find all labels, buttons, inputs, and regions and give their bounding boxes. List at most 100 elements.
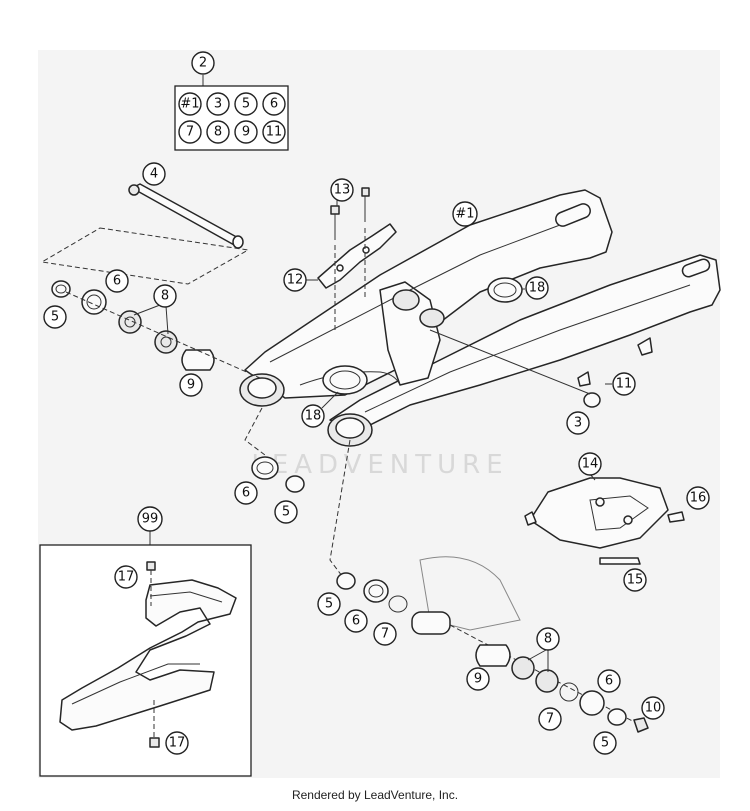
svg-text:11: 11 (616, 377, 633, 392)
bushing-6-left (81, 289, 107, 315)
callout-kit[interactable]: 2 (191, 51, 215, 75)
callout-9-right[interactable]: 9 (466, 667, 490, 691)
callout-15[interactable]: 15 (623, 568, 647, 592)
callout-12[interactable]: 12 (283, 268, 307, 292)
chain-slider-99 (59, 579, 237, 731)
callout-frame-1[interactable]: #1 (452, 201, 478, 227)
svg-text:6: 6 (270, 97, 278, 112)
footer-credit: Rendered by LeadVenture, Inc. (291, 788, 459, 802)
callout-17-top[interactable]: 17 (114, 565, 138, 589)
svg-text:8: 8 (161, 289, 169, 304)
bearing-8-right-b (535, 669, 559, 693)
callout-16[interactable]: 16 (686, 486, 710, 510)
kit-item-7[interactable]: 7 (178, 120, 202, 144)
svg-text:12: 12 (287, 273, 304, 288)
svg-text:10: 10 (645, 701, 662, 716)
svg-text:9: 9 (242, 125, 250, 140)
svg-text:14: 14 (582, 457, 599, 472)
washer-7-right (388, 595, 408, 613)
kit-item-11[interactable]: 11 (262, 120, 286, 144)
callout-14[interactable]: 14 (578, 452, 602, 476)
chain-guide (524, 477, 669, 549)
callout-5-left[interactable]: 5 (43, 305, 67, 329)
callout-7-right-b[interactable]: 7 (538, 707, 562, 731)
kit-item-9[interactable]: 9 (234, 120, 258, 144)
svg-text:6: 6 (113, 274, 121, 289)
kit-item-6[interactable]: 6 (262, 92, 286, 116)
svg-text:6: 6 (605, 674, 613, 689)
bushing-6-right (363, 579, 389, 603)
callout-inset-99[interactable]: 99 (137, 506, 163, 532)
svg-text:6: 6 (242, 486, 250, 501)
seal-5-lower (285, 475, 305, 493)
callout-6-lower[interactable]: 6 (234, 481, 258, 505)
swingarm-end-ghost (411, 611, 451, 635)
svg-text:5: 5 (242, 97, 250, 112)
svg-text:18: 18 (529, 281, 546, 296)
svg-text:6: 6 (352, 614, 360, 629)
bearing-8-left-b (154, 330, 178, 354)
svg-text:8: 8 (544, 632, 552, 647)
svg-text:3: 3 (214, 97, 222, 112)
svg-text:9: 9 (187, 378, 195, 393)
inset-box (39, 531, 252, 777)
chain-slider-bracket (317, 187, 397, 289)
svg-text:16: 16 (690, 491, 707, 506)
callout-6-right-b[interactable]: 6 (597, 669, 621, 693)
svg-text:7: 7 (186, 125, 194, 140)
callout-9-left[interactable]: 9 (179, 373, 203, 397)
svg-text:5: 5 (282, 505, 290, 520)
callout-5-lower[interactable]: 5 (274, 500, 298, 524)
washer-7-right-b (559, 682, 579, 702)
svg-text:15: 15 (627, 573, 644, 588)
callout-13[interactable]: 13 (330, 178, 354, 202)
callout-11[interactable]: 11 (612, 372, 636, 396)
bearing-8-right-a (511, 656, 535, 680)
callout-6-left[interactable]: 6 (105, 269, 129, 293)
callout-18-upper[interactable]: 18 (525, 276, 549, 300)
bushing-3 (583, 392, 601, 408)
svg-text:4: 4 (150, 167, 158, 182)
svg-text:11: 11 (266, 125, 283, 140)
nut-10 (633, 717, 649, 733)
callout-6-right[interactable]: 6 (344, 609, 368, 633)
kit-item-1[interactable]: #1 (178, 92, 202, 116)
callout-4[interactable]: 4 (142, 162, 166, 186)
kit-item-5[interactable]: 5 (234, 92, 258, 116)
callout-8-right[interactable]: 8 (536, 627, 560, 651)
bushing-6-right-b (579, 690, 605, 716)
svg-text:13: 13 (334, 183, 351, 198)
svg-text:7: 7 (546, 712, 554, 727)
svg-text:17: 17 (169, 736, 186, 751)
svg-text:18: 18 (305, 409, 322, 424)
svg-text:#1: #1 (180, 97, 199, 112)
svg-text:17: 17 (118, 570, 135, 585)
bushing-6-lower (251, 456, 279, 480)
seal-5-right (336, 572, 356, 590)
kit-item-8[interactable]: 8 (206, 120, 230, 144)
seal-5-left (51, 280, 71, 298)
watermark: LEADVENTURE (251, 450, 508, 480)
screw-16 (667, 511, 685, 523)
bolt-15 (599, 557, 641, 565)
callout-7-right[interactable]: 7 (373, 622, 397, 646)
callout-8-left[interactable]: 8 (153, 284, 177, 308)
spacer-9-right (475, 644, 511, 667)
bearing-ring-18-upper (487, 277, 523, 303)
callout-5-right[interactable]: 5 (317, 592, 341, 616)
callout-3[interactable]: 3 (566, 411, 590, 435)
spacer-9-left (181, 349, 215, 371)
callout-5-right-b[interactable]: 5 (593, 731, 617, 755)
svg-text:5: 5 (601, 736, 609, 751)
callout-17-bottom[interactable]: 17 (165, 731, 189, 755)
callout-10[interactable]: 10 (641, 696, 665, 720)
svg-text:8: 8 (214, 125, 222, 140)
svg-text:9: 9 (474, 672, 482, 687)
bearing-ring-18-lower (322, 365, 368, 395)
svg-text:5: 5 (51, 310, 59, 325)
svg-text:99: 99 (142, 512, 159, 527)
seal-5-right-b (607, 708, 627, 726)
callout-18-lower[interactable]: 18 (301, 404, 325, 428)
kit-item-3[interactable]: 3 (206, 92, 230, 116)
